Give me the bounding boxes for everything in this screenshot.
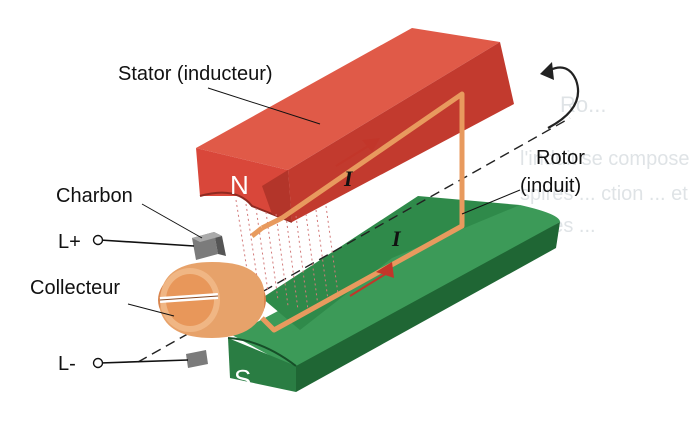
pole-north-label: N [230,170,249,200]
leader-charbon [142,204,202,238]
label-collecteur: Collecteur [30,277,120,299]
current-label-mid: I [391,226,402,251]
current-label-top: I [343,166,354,191]
wire-l-minus [100,360,188,363]
commutator [158,262,266,338]
pole-south-label: S [234,364,251,394]
label-l-minus: L- [58,353,76,375]
label-stator: Stator (inducteur) [118,63,273,85]
label-rotor-induit: (induit) [520,175,581,197]
label-charbon: Charbon [56,185,133,207]
terminal-l-plus [94,236,103,245]
brush-bottom [186,350,208,368]
label-l-plus: L+ [58,231,81,253]
label-rotor: Rotor [536,147,585,169]
wire-l-plus [100,240,194,246]
terminal-l-minus [94,359,103,368]
brush-top [192,232,226,260]
